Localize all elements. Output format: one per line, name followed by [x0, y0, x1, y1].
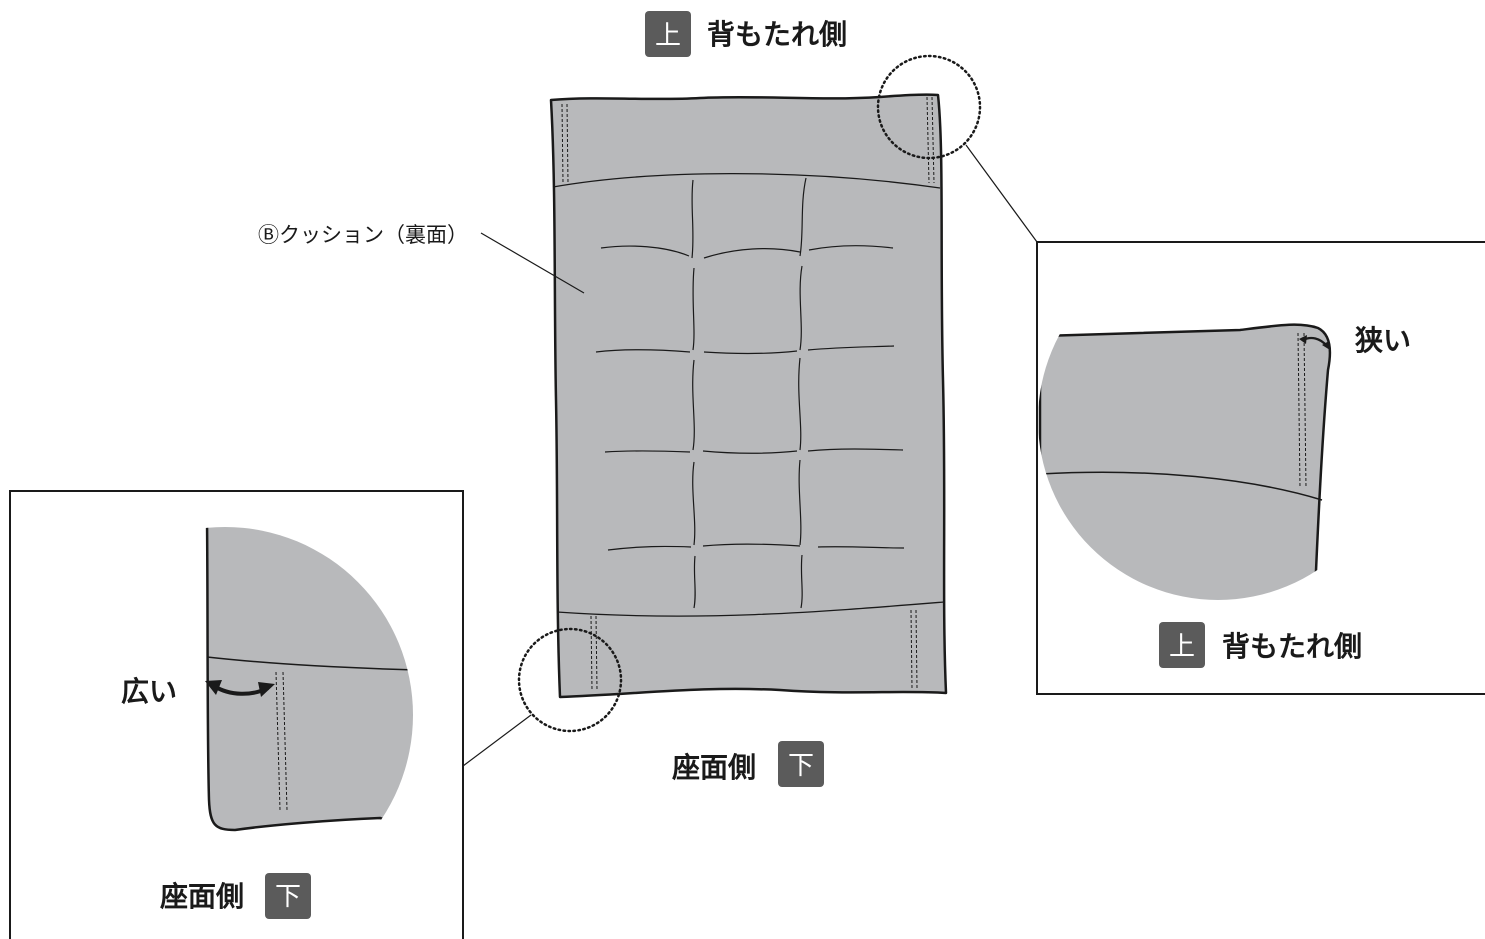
magnifier-top-right [876, 54, 1038, 243]
bottom-orientation-label: 座面側 下 [672, 741, 824, 787]
right-side-text: 背もたれ側 [1222, 630, 1362, 663]
bottom-band-seam [556, 601, 945, 617]
cushion-label: Ⓑクッション（裏面） [258, 223, 468, 247]
magnifier-bottom-left [462, 627, 623, 767]
detail-panel-right: 狭い 上 背もたれ側 [1036, 241, 1485, 695]
left-badge-text: 下 [275, 882, 301, 912]
bottom-badge-box [778, 741, 824, 787]
cushion-leader-line [480, 232, 585, 294]
bottom-side-text: 座面側 [672, 751, 756, 784]
detail-panel-left-frame [9, 490, 464, 939]
top-badge-text: 上 [655, 21, 681, 51]
detail-left-zoom [205, 527, 413, 832]
cushion-callout: Ⓑクッション（裏面） [258, 223, 585, 294]
left-side-text: 座面側 [160, 880, 244, 913]
quilting-lines [595, 177, 905, 609]
detail-panel-right-frame [1036, 241, 1485, 695]
left-badge-box [265, 873, 311, 919]
magnifier-connector-bottom [462, 714, 532, 767]
main-cushion [549, 93, 948, 699]
right-badge-box [1159, 622, 1205, 668]
bottom-badge-text: 下 [788, 751, 814, 781]
top-side-text: 背もたれ側 [707, 18, 847, 51]
magnifier-circle-top [876, 54, 982, 160]
detail-right-zoom [1038, 323, 1332, 600]
top-band-seam [552, 172, 941, 189]
detail-panel-left: 広い 座面側 下 [9, 490, 464, 939]
magnifier-circle-bottom [517, 627, 623, 733]
wide-label: 広い [121, 675, 177, 708]
narrow-label: 狭い [1354, 324, 1411, 357]
magnifier-connector-top [965, 144, 1038, 243]
top-badge-box [645, 11, 691, 57]
corner-stitching [561, 96, 935, 691]
right-badge-text: 上 [1169, 632, 1195, 662]
top-orientation-label: 上 背もたれ側 [645, 11, 847, 57]
